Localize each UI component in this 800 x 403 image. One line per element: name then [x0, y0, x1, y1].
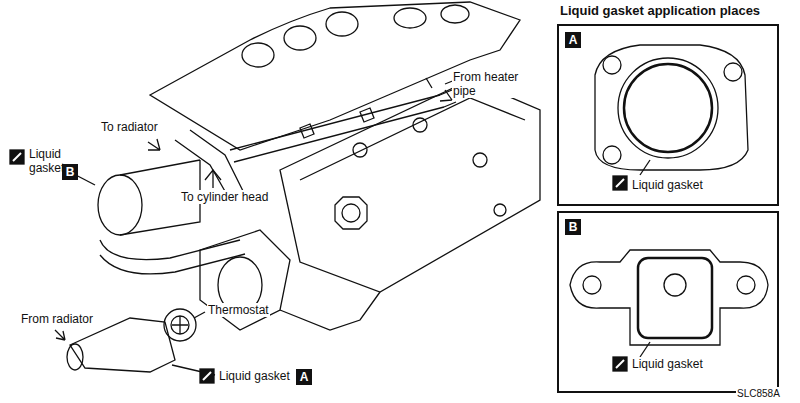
liquid-gasket-icon: [200, 369, 214, 383]
runner-port: [441, 5, 469, 23]
flow-arrow: [148, 139, 160, 150]
flow-arrow: [205, 170, 221, 188]
cover-ridge: [300, 98, 525, 180]
thermostat: [172, 316, 188, 334]
part-label: Liquid gasket: [631, 357, 704, 371]
part-label: Liquid gasket: [631, 178, 704, 192]
callout-letter: B: [62, 164, 78, 180]
oil-filler-cap: [335, 197, 367, 229]
flow-label: To cylinder head: [180, 190, 269, 204]
bypass-pipe: [100, 240, 245, 274]
runner-port: [242, 43, 274, 67]
callout-letter: A: [565, 32, 581, 48]
thermostat-housing: [200, 230, 290, 330]
callout-letter: B: [565, 219, 581, 235]
water-inlet: [67, 344, 83, 370]
gasket-panel: A Liquid gasket: [557, 24, 779, 206]
runner-port: [394, 8, 426, 28]
part-label: Liquid gasket: [218, 369, 291, 383]
liquid-gasket-icon: [10, 150, 24, 164]
bolt: [413, 118, 427, 132]
bolt: [473, 153, 487, 167]
bolt: [353, 143, 367, 157]
flow-label: To radiator: [100, 120, 159, 134]
runner-port: [326, 12, 358, 36]
water-inlet: [70, 318, 175, 372]
flow-label: From radiator: [20, 312, 94, 326]
gasket-panel: B Liquid gasket: [557, 211, 779, 393]
bolt: [494, 204, 506, 216]
arrow: [426, 78, 455, 88]
flow-label: From heater pipe: [452, 70, 526, 98]
gasket-b-drawing: [570, 250, 768, 371]
panel-title: Liquid gasket application places: [560, 3, 760, 19]
callout-letter: A: [296, 369, 312, 385]
arrow-head: [440, 90, 452, 101]
runner-port: [284, 26, 316, 50]
flow-arrow: [55, 330, 65, 340]
rocker-cover: [280, 80, 540, 292]
part-label: Thermostat: [207, 303, 270, 317]
leader-line: [194, 312, 205, 318]
gasket-a-drawing: [595, 45, 748, 190]
hose-clamp: [300, 108, 374, 138]
water-outlet: [98, 175, 142, 235]
figure-code: SLC858A: [736, 387, 781, 401]
thermostat: [171, 316, 189, 334]
heater-pipe: [230, 95, 444, 162]
front-cover: [280, 292, 380, 330]
oil-filler-cap: [342, 204, 360, 222]
